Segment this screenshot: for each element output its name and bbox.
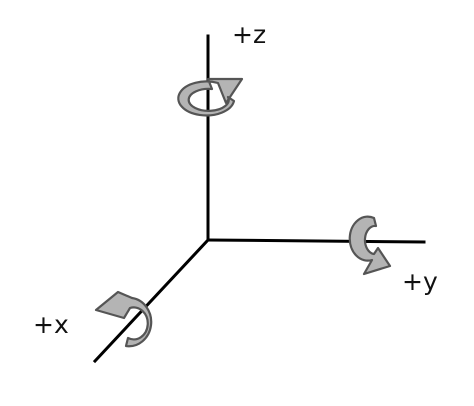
z-axis-label: +z xyxy=(232,20,266,49)
x-rotation-arrow-icon xyxy=(94,290,153,348)
y-axis-line xyxy=(206,238,426,244)
x-axis-line xyxy=(92,237,211,364)
x-axis-label: +x xyxy=(33,310,69,339)
y-rotation-arrow-icon xyxy=(348,215,392,276)
z-rotation-arrow-icon xyxy=(177,77,244,117)
y-axis-label: +y xyxy=(402,267,438,296)
axis-lines xyxy=(92,34,426,364)
